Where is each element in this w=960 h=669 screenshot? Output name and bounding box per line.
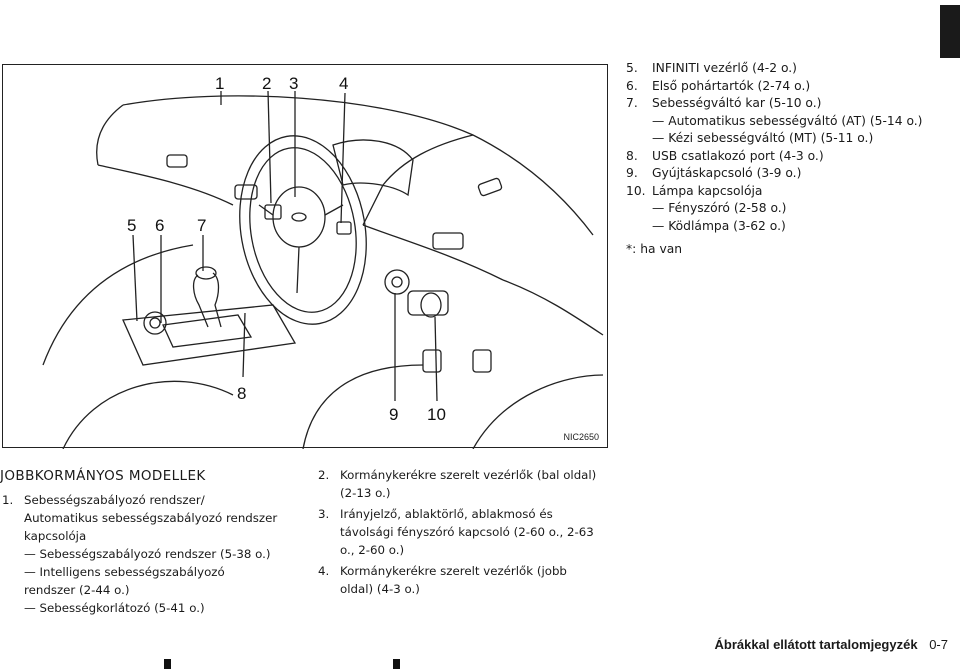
legend-item-line: — Intelligens sebességszabályozó <box>24 565 225 579</box>
legend-item-number: 7. <box>626 96 638 110</box>
legend-item: 5. INFINITI vezérlő (4-2 o.) <box>626 60 946 78</box>
crop-mark-right <box>393 659 400 669</box>
legend-item-line: Sebességváltó kar (5-10 o.) <box>652 96 822 110</box>
left-legend-list: 1. Sebességszabályozó rendszer/Automatiku… <box>2 491 302 617</box>
legend-item-line: Automatikus sebességszabályozó rendszer <box>24 511 278 525</box>
crop-mark-left <box>164 659 171 669</box>
callout-2: 2 <box>262 74 271 93</box>
legend-item-line: Első pohártartók (2-74 o.) <box>652 78 811 93</box>
legend-item-line: Irányjelző, ablaktörlő, ablakmosó és <box>340 507 553 521</box>
legend-item-line: — Sebességkorlátozó (5-41 o.) <box>24 601 205 615</box>
legend-item: 9. Gyújtáskapcsoló (3-9 o.) <box>626 165 946 183</box>
legend-item-line: Gyújtáskapcsoló (3-9 o.) <box>652 166 802 180</box>
callout-10: 10 <box>427 405 446 424</box>
callout-4: 4 <box>339 74 348 93</box>
availability-note: *: ha van <box>626 242 683 256</box>
legend-item-text: USB csatlakozó port (4-3 o.) <box>652 148 824 166</box>
legend-item: 4. Kormánykerékre szerelt vezérlők (jobb o… <box>318 562 618 598</box>
figure-code: NIC2650 <box>563 432 599 442</box>
page-footer: Ábrákkal ellátott tartalomjegyzék 0-7 <box>715 637 948 652</box>
legend-item: 2. Kormánykerékre szerelt vezérlők (bal o… <box>318 466 618 502</box>
legend-item-line: — Automatikus sebességváltó (AT) (5-14 o… <box>652 113 923 128</box>
legend-item-number: 5. <box>626 61 638 75</box>
legend-item-text: Kormánykerékre szerelt vezérlők (bal old… <box>340 466 596 502</box>
legend-item-text: Sebességváltó kar (5-10 o.) — Automatikus… <box>652 95 922 148</box>
legend-item-line: Kormánykerékre szerelt vezérlők (jobb <box>340 564 567 578</box>
legend-item-line: USB csatlakozó port (4-3 o.) <box>652 148 824 163</box>
legend-item-line: — Fényszóró (2-58 o.) <box>652 201 787 215</box>
callout-5: 5 <box>127 216 136 235</box>
legend-item-text: Irányjelző, ablaktörlő, ablakmosó és távo… <box>340 505 594 559</box>
page-number: 0-7 <box>929 637 948 652</box>
legend-item-line: — Ködlámpa (3-62 o.) <box>652 218 786 233</box>
legend-item-number: 6. <box>626 78 638 93</box>
legend-item-number: 8. <box>626 148 638 163</box>
legend-item-line: o., 2-60 o.) <box>340 543 405 557</box>
legend-item-line: oldal) (4-3 o.) <box>340 582 420 596</box>
legend-item-text: Lámpa kapcsolója — Fényszóró (2-58 o.) — K… <box>652 183 786 236</box>
middle-legend-list: 2. Kormánykerékre szerelt vezérlők (bal o… <box>318 466 618 601</box>
callout-1: 1 <box>215 74 224 93</box>
legend-item-number: 2. <box>318 468 330 482</box>
legend-item-line: Lámpa kapcsolója <box>652 183 763 198</box>
legend-item-number: 9. <box>626 166 638 180</box>
legend-item: 7. Sebességváltó kar (5-10 o.) — Automatik… <box>626 95 946 148</box>
legend-item: 6. Első pohártartók (2-74 o.) <box>626 78 946 96</box>
legend-item-line: — Sebességszabályozó rendszer (5-38 o.) <box>24 547 271 561</box>
legend-item-text: Kormánykerékre szerelt vezérlők (jobb old… <box>340 562 567 598</box>
section-heading: JOBBKORMÁNYOS MODELLEK <box>0 468 206 484</box>
right-legend-list: 5. INFINITI vezérlő (4-2 o.) 6. Első pohárt… <box>626 60 946 259</box>
legend-item-text: INFINITI vezérlő (4-2 o.) <box>652 60 797 78</box>
legend-item: 10. Lámpa kapcsolója — Fényszóró (2-58 o.)… <box>626 183 946 236</box>
legend-item: 8. USB csatlakozó port (4-3 o.) <box>626 148 946 166</box>
legend-item-number: 10. <box>626 183 646 198</box>
chapter-tab-marker <box>940 5 960 58</box>
legend-item-number: 3. <box>318 507 330 521</box>
legend-item-line: INFINITI vezérlő (4-2 o.) <box>652 61 797 75</box>
callout-8: 8 <box>237 384 246 403</box>
legend-item-text: Első pohártartók (2-74 o.) <box>652 78 810 96</box>
legend-item-number: 4. <box>318 564 330 578</box>
legend-item-line: Sebességszabályozó rendszer/ <box>24 493 205 507</box>
dashboard-illustration: 1 2 3 4 5 6 7 8 9 10 NIC2650 <box>2 64 608 449</box>
legend-item: 1. Sebességszabályozó rendszer/Automatiku… <box>2 491 302 617</box>
legend-item-text: Gyújtáskapcsoló (3-9 o.) <box>652 165 801 183</box>
callout-9: 9 <box>389 405 398 424</box>
legend-item-text: Sebességszabályozó rendszer/Automatikus … <box>24 491 277 617</box>
figure-callouts: 1 2 3 4 5 6 7 8 9 10 <box>127 74 446 424</box>
callout-3: 3 <box>289 74 298 93</box>
legend-item-line: (2-13 o.) <box>340 486 391 500</box>
legend-item: 3. Irányjelző, ablaktörlő, ablakmosó és tá… <box>318 505 618 559</box>
dashboard-drawing: 1 2 3 4 5 6 7 8 9 10 <box>42 74 604 449</box>
callout-6: 6 <box>155 216 164 235</box>
legend-item-line: rendszer (2-44 o.) <box>24 583 130 597</box>
legend-item-line: kapcsolója <box>24 529 87 543</box>
footer-title: Ábrákkal ellátott tartalomjegyzék <box>714 637 918 652</box>
legend-item-number: 1. <box>2 493 14 507</box>
callout-7: 7 <box>197 216 206 235</box>
legend-item-line: Kormánykerékre szerelt vezérlők (bal old… <box>340 468 597 482</box>
legend-item-line: távolsági fényszóró kapcsoló (2-60 o., 2… <box>340 525 594 539</box>
legend-item-line: — Kézi sebességváltó (MT) (5-11 o.) <box>652 131 874 145</box>
